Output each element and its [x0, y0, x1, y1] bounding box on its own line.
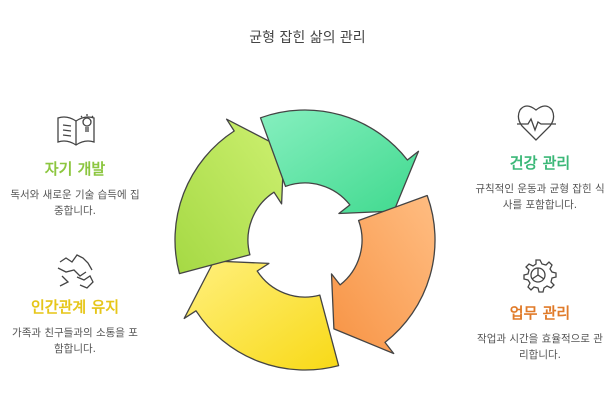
diagram-title: 균형 잡힌 삶의 관리 [249, 30, 366, 46]
handshake-icon [57, 254, 94, 289]
arrow-self-development [174, 118, 285, 275]
step-relationships: 인간관계 유지 가족과 친구들과의 소통을 포함합니다. [10, 296, 140, 357]
step-title: 건강 관리 [509, 154, 571, 172]
gear-chart-icon [523, 259, 557, 293]
step-health: 건강 관리 규칙적인 운동과 균형 잡힌 식사를 포함합니다. [475, 152, 605, 213]
step-title: 인간관계 유지 [30, 298, 120, 316]
step-title: 업무 관리 [509, 304, 571, 322]
step-description: 가족과 친구들과의 소통을 포함합니다. [12, 327, 138, 355]
arrow-relationships [183, 260, 340, 371]
step-self-development: 자기 개발 독서와 새로운 기술 습득에 집중합니다. [10, 158, 140, 219]
step-description: 규칙적인 운동과 균형 잡힌 식사를 포함합니다. [475, 183, 605, 211]
heart-pulse-icon [517, 105, 556, 141]
step-description: 작업과 시간을 효율적으로 관리합니다. [477, 333, 603, 361]
step-description: 독서와 새로운 기술 습득에 집중합니다. [10, 189, 140, 217]
step-work: 업무 관리 작업과 시간을 효율적으로 관리합니다. [475, 302, 605, 363]
step-title: 자기 개발 [44, 160, 106, 178]
arrow-work [330, 194, 436, 355]
arrow-health [259, 109, 420, 215]
book-lightbulb-icon [57, 114, 95, 146]
